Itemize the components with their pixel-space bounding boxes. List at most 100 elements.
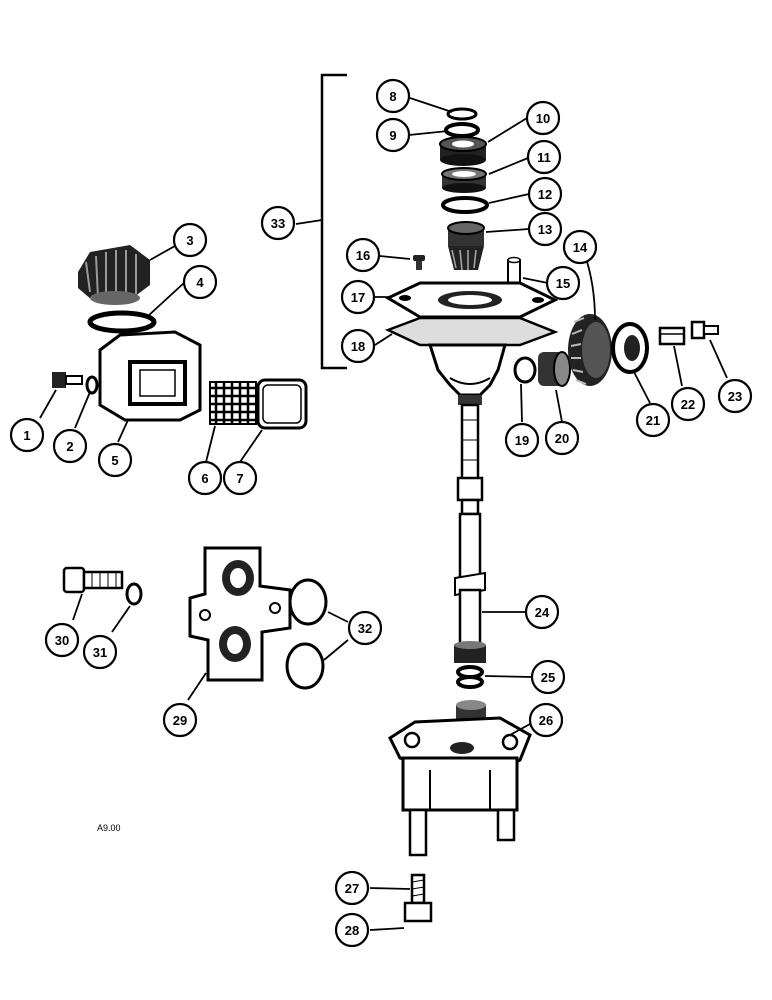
part-25-spring (456, 665, 484, 689)
part-23-bolt (690, 320, 719, 340)
figure-reference-code: A9.00 (97, 823, 121, 833)
svg-text:30: 30 (55, 633, 69, 648)
svg-text:4: 4 (196, 275, 204, 290)
svg-text:31: 31 (93, 645, 107, 660)
callout-2: 2 (52, 428, 88, 464)
housing-body (427, 343, 507, 405)
callout-21: 21 (635, 402, 671, 438)
callout-5: 5 (97, 442, 133, 478)
part-8-snap-ring (446, 107, 478, 121)
svg-text:17: 17 (351, 290, 365, 305)
svg-text:18: 18 (351, 339, 365, 354)
svg-text:23: 23 (728, 389, 742, 404)
callout-31: 31 (82, 634, 118, 670)
part-11-bearing-race (441, 167, 487, 193)
callout-29: 29 (162, 702, 198, 738)
callout-15: 15 (545, 265, 581, 301)
part-13-pinion-gear (447, 221, 485, 271)
callout-27: 27 (334, 870, 370, 906)
part-9-washer (444, 122, 480, 138)
part-16-screw (413, 255, 425, 270)
svg-text:16: 16 (356, 248, 370, 263)
part-5-housing (98, 330, 202, 422)
svg-text:3: 3 (186, 233, 193, 248)
callout-20: 20 (544, 420, 580, 456)
part-30-bolt (62, 566, 124, 594)
svg-text:21: 21 (646, 413, 660, 428)
part-32-o-rings (285, 578, 328, 690)
callout-17: 17 (340, 279, 376, 315)
callout-7: 7 (222, 460, 258, 496)
part-3-cap (78, 245, 150, 305)
callout-13: 13 (527, 211, 563, 247)
callout-26: 26 (528, 702, 564, 738)
svg-text:9: 9 (389, 128, 396, 143)
part-24-drive-shaft (454, 403, 486, 663)
part-4-gasket-ring (87, 310, 157, 334)
callout-28: 28 (334, 912, 370, 948)
callout-12: 12 (527, 176, 563, 212)
svg-text:28: 28 (345, 923, 359, 938)
svg-text:27: 27 (345, 881, 359, 896)
callout-6: 6 (187, 460, 223, 496)
callout-24: 24 (524, 594, 560, 630)
callout-22: 22 (670, 386, 706, 422)
callout-18: 18 (340, 328, 376, 364)
svg-text:12: 12 (538, 187, 552, 202)
part-10-bearing (439, 136, 487, 166)
group-bracket (320, 73, 347, 370)
callout-9: 9 (375, 117, 411, 153)
svg-text:15: 15 (556, 276, 570, 291)
svg-text:1: 1 (23, 428, 30, 443)
svg-text:7: 7 (236, 471, 243, 486)
part-29-flange (188, 546, 292, 682)
svg-text:26: 26 (539, 713, 553, 728)
svg-text:6: 6 (201, 471, 208, 486)
callout-25: 25 (530, 659, 566, 695)
callout-11: 11 (526, 139, 562, 175)
svg-text:2: 2 (66, 439, 73, 454)
svg-text:20: 20 (555, 431, 569, 446)
callout-30: 30 (44, 622, 80, 658)
svg-text:32: 32 (358, 621, 372, 636)
part-1-bolt (52, 372, 83, 388)
part-17-housing-plate (384, 281, 559, 319)
part-18-gasket (384, 316, 559, 347)
part-28-washer (403, 901, 433, 923)
svg-text:22: 22 (681, 397, 695, 412)
part-20-bearing (538, 351, 571, 387)
callout-4: 4 (182, 264, 218, 300)
svg-text:13: 13 (538, 222, 552, 237)
part-6-screen (209, 381, 257, 425)
callout-1: 1 (9, 417, 45, 453)
callout-32: 32 (347, 610, 383, 646)
svg-text:5: 5 (111, 453, 118, 468)
callout-23: 23 (717, 378, 753, 414)
svg-text:33: 33 (271, 216, 285, 231)
svg-text:14: 14 (573, 240, 588, 255)
callout-16: 16 (345, 237, 381, 273)
callout-19: 19 (504, 422, 540, 458)
part-21-ball-bearing (611, 322, 649, 374)
svg-text:8: 8 (389, 89, 396, 104)
callouts: 1 2 3 4 5 6 7 8 9 10 11 12 13 14 15 16 1… (9, 78, 753, 948)
svg-text:29: 29 (173, 713, 187, 728)
part-19-bushing (513, 356, 537, 384)
part-12-shim (441, 196, 489, 214)
svg-text:19: 19 (515, 433, 529, 448)
svg-text:11: 11 (537, 150, 551, 165)
callout-33: 33 (260, 205, 296, 241)
callout-10: 10 (525, 100, 561, 136)
part-2-washer (85, 375, 99, 395)
callout-14: 14 (562, 229, 598, 265)
part-22-nut (658, 326, 686, 346)
part-26-pump-body (388, 700, 532, 857)
svg-text:10: 10 (536, 111, 550, 126)
part-14-bevel-gear (568, 314, 612, 386)
part-7-gasket (256, 378, 308, 430)
leader-lines (39, 96, 728, 931)
part-27-bolt (410, 873, 426, 905)
svg-text:24: 24 (535, 605, 550, 620)
svg-text:25: 25 (541, 670, 555, 685)
